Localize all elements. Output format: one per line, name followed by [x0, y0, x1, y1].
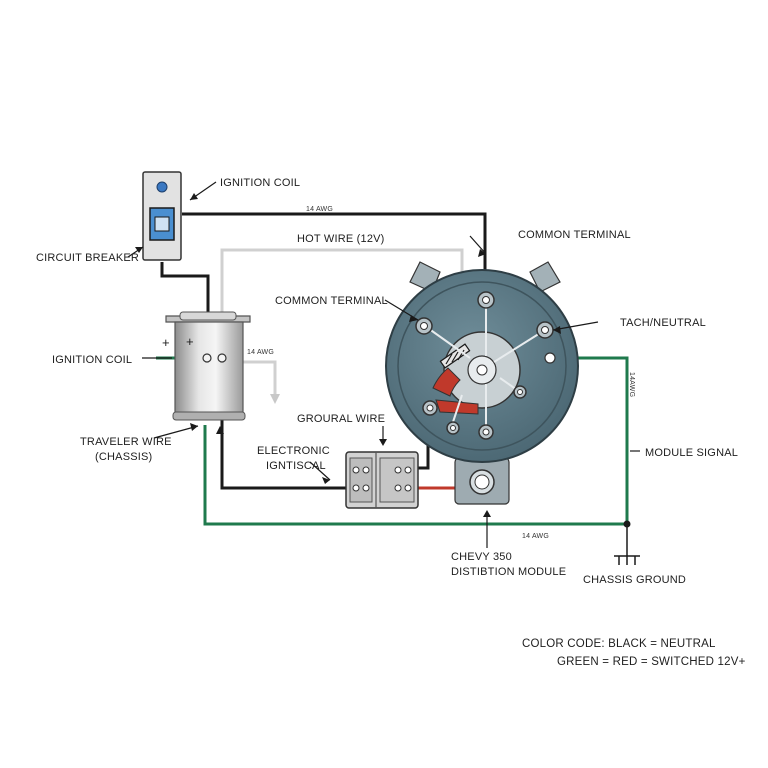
label-chassis-ground: CHASSIS GROUND	[583, 574, 686, 586]
label-common-terminal-1: COMMON TERMINAL	[518, 229, 631, 241]
label-common-terminal-2: COMMON TERMINAL	[275, 295, 388, 307]
black-wire-module	[220, 420, 346, 490]
label-electronic-1: ELECTRONIC	[257, 445, 330, 457]
label-ignition-coil-side: IGNITION COIL	[52, 354, 132, 366]
label-awg-top: 14 AWG	[306, 206, 333, 213]
label-ignition-coil-top: IGNITION COIL	[220, 177, 300, 189]
label-chevy-2: DISTIBTION MODULE	[451, 566, 566, 578]
terminal-module-signal	[544, 352, 556, 364]
label-awg-bottom: 14 AWG	[522, 533, 549, 540]
distributor	[385, 261, 579, 505]
label-vert-awg: 14AWG	[628, 372, 635, 397]
label-circuit-breaker: CIRCUIT BREAKER	[36, 252, 139, 264]
label-traveler-wire-2: (CHASSIS)	[95, 451, 152, 463]
label-plus-1: +	[162, 335, 170, 350]
legend-line-2: GREEN = RED = SWITCHED 12V+	[557, 656, 746, 668]
breaker-indicator-light	[156, 181, 168, 193]
label-awg-coil: 14 AWG	[247, 349, 274, 356]
label-tach-neutral: TACH/NEUTRAL	[620, 317, 706, 329]
label-groural-wire: GROURAL WIRE	[297, 413, 385, 425]
label-module-signal: MODULE SIGNAL	[645, 447, 738, 459]
junction-dot	[623, 520, 631, 528]
label-plus-2: +	[186, 334, 194, 349]
coil-terminal-positive	[202, 353, 212, 363]
hot-wire-arrow	[270, 394, 280, 404]
chassis-ground-symbol	[614, 555, 640, 565]
red-advance-arc	[432, 367, 461, 397]
black-wire-breaker-coil	[160, 262, 210, 320]
legend-line-1: COLOR CODE: BLACK = NEUTRAL	[522, 638, 716, 650]
ignition-coil	[165, 311, 251, 421]
label-electronic-2: IGNTISCAL	[266, 460, 326, 472]
label-chevy-1: CHEVY 350	[451, 551, 512, 563]
coil-terminal-negative	[217, 353, 227, 363]
electronic-module	[345, 451, 419, 509]
label-hot-wire: HOT WIRE (12V)	[297, 233, 385, 245]
arrowheads	[135, 193, 561, 517]
circuit-breaker	[142, 171, 182, 261]
label-traveler-wire-1: TRAVELER WIRE	[80, 436, 172, 448]
